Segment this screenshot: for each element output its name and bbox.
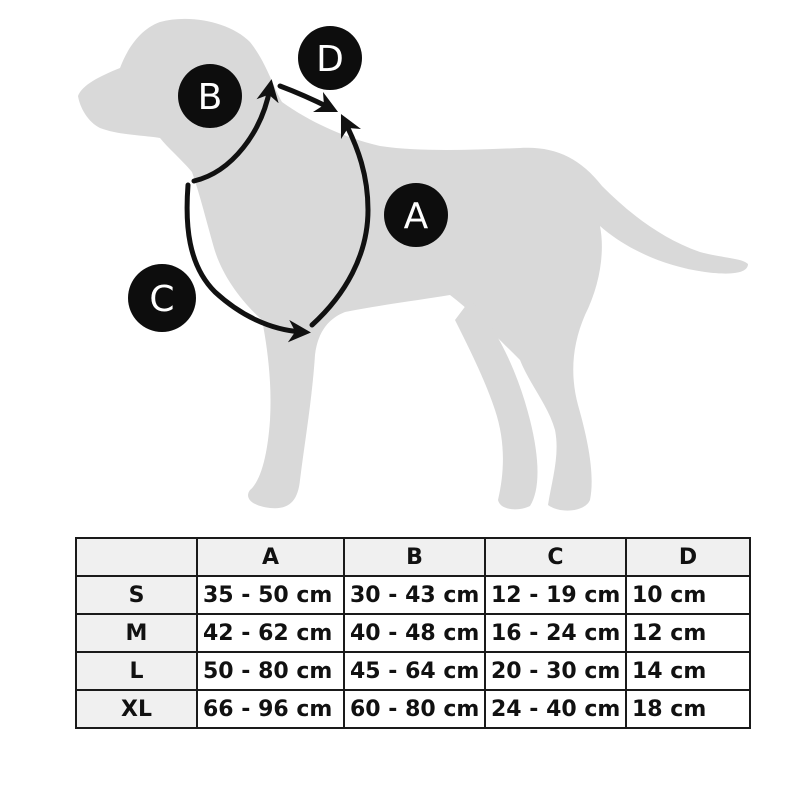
table-cell: 35 - 50 cm	[196, 575, 345, 615]
table-row: S 35 - 50 cm 30 - 43 cm 12 - 19 cm 10 cm	[75, 575, 751, 615]
table-corner-cell	[75, 537, 198, 577]
arrow-b	[191, 79, 279, 184]
table-cell: 42 - 62 cm	[196, 613, 345, 653]
svg-text:A: A	[404, 196, 429, 237]
svg-text:D: D	[316, 39, 344, 80]
table-cell: 20 - 30 cm	[484, 651, 627, 691]
dog-measurement-diagram: B D A C	[78, 18, 748, 511]
size-label: M	[75, 613, 198, 653]
svg-text:C: C	[149, 279, 174, 320]
marker-a: A	[384, 183, 448, 247]
column-header-d: D	[625, 537, 751, 577]
table-cell: 10 cm	[625, 575, 751, 615]
table-cell: 50 - 80 cm	[196, 651, 345, 691]
table-cell: 12 - 19 cm	[484, 575, 627, 615]
table-cell: 40 - 48 cm	[343, 613, 486, 653]
svg-text:B: B	[198, 77, 223, 118]
measurement-arrows	[184, 79, 371, 343]
table-cell: 60 - 80 cm	[343, 689, 486, 729]
table-cell: 66 - 96 cm	[196, 689, 345, 729]
table-row: L 50 - 80 cm 45 - 64 cm 20 - 30 cm 14 cm	[75, 651, 751, 691]
table-cell: 16 - 24 cm	[484, 613, 627, 653]
size-label: S	[75, 575, 198, 615]
table-cell: 18 cm	[625, 689, 751, 729]
table-cell: 14 cm	[625, 651, 751, 691]
column-header-a: A	[196, 537, 345, 577]
marker-d: D	[298, 26, 362, 90]
arrow-d	[277, 83, 339, 113]
column-header-b: B	[343, 537, 486, 577]
table-cell: 12 cm	[625, 613, 751, 653]
size-chart-table: A B C D S 35 - 50 cm 30 - 43 cm 12 - 19 …	[75, 537, 751, 729]
marker-c: C	[128, 264, 196, 332]
size-label: L	[75, 651, 198, 691]
table-cell: 24 - 40 cm	[484, 689, 627, 729]
column-header-c: C	[484, 537, 627, 577]
table-header-row: A B C D	[75, 537, 751, 577]
table-cell: 30 - 43 cm	[343, 575, 486, 615]
arrow-a	[309, 113, 371, 328]
arrow-c	[184, 182, 311, 343]
table-row: XL 66 - 96 cm 60 - 80 cm 24 - 40 cm 18 c…	[75, 689, 751, 729]
table-cell: 45 - 64 cm	[343, 651, 486, 691]
table-row: M 42 - 62 cm 40 - 48 cm 16 - 24 cm 12 cm	[75, 613, 751, 653]
size-label: XL	[75, 689, 198, 729]
marker-b: B	[178, 64, 242, 128]
